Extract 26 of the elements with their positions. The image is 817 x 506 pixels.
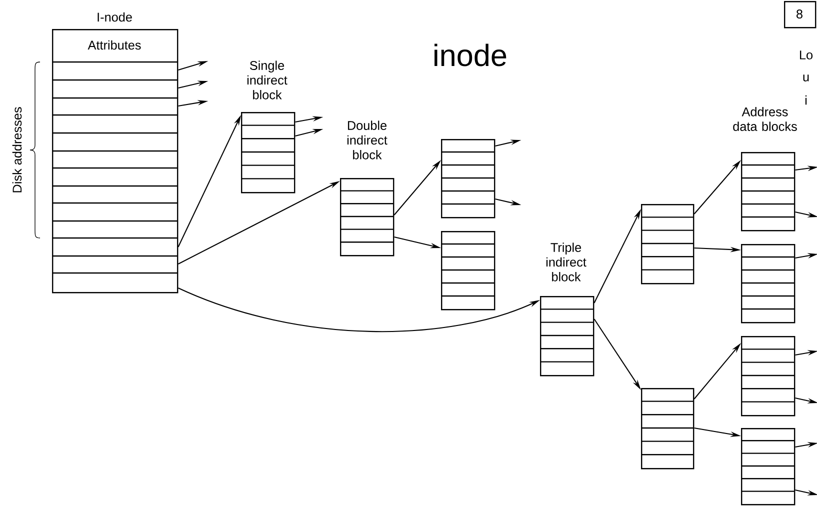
number-box: 8: [784, 1, 816, 28]
column-heading: Address data blocks: [733, 107, 797, 131]
text-fragment: Lo: [800, 50, 813, 60]
arrow: [795, 211, 817, 218]
text-fragment: i: [805, 95, 807, 105]
text-fragment: u: [803, 74, 809, 82]
arrow: [795, 489, 817, 496]
arrow: [795, 253, 817, 259]
data-block: [741, 336, 796, 416]
data-block: [741, 428, 796, 506]
block-heading: Triple indirect block: [546, 242, 586, 282]
arrow: [795, 397, 817, 404]
data-block: [741, 244, 796, 324]
block-heading: Double indirect block: [347, 120, 388, 160]
arrow: [795, 350, 817, 356]
data-block: [641, 204, 694, 284]
data-block: [741, 152, 796, 232]
table-heading: I-node: [98, 12, 132, 22]
brace-label: Disk addresses: [12, 107, 22, 192]
data-block: [441, 231, 496, 310]
data-block: [441, 139, 496, 218]
block-heading: Single indirect block: [247, 60, 288, 100]
arrow: [795, 442, 817, 448]
data-block: [641, 388, 694, 470]
title: inode: [434, 44, 506, 66]
inode-table: Attributes: [52, 29, 178, 294]
